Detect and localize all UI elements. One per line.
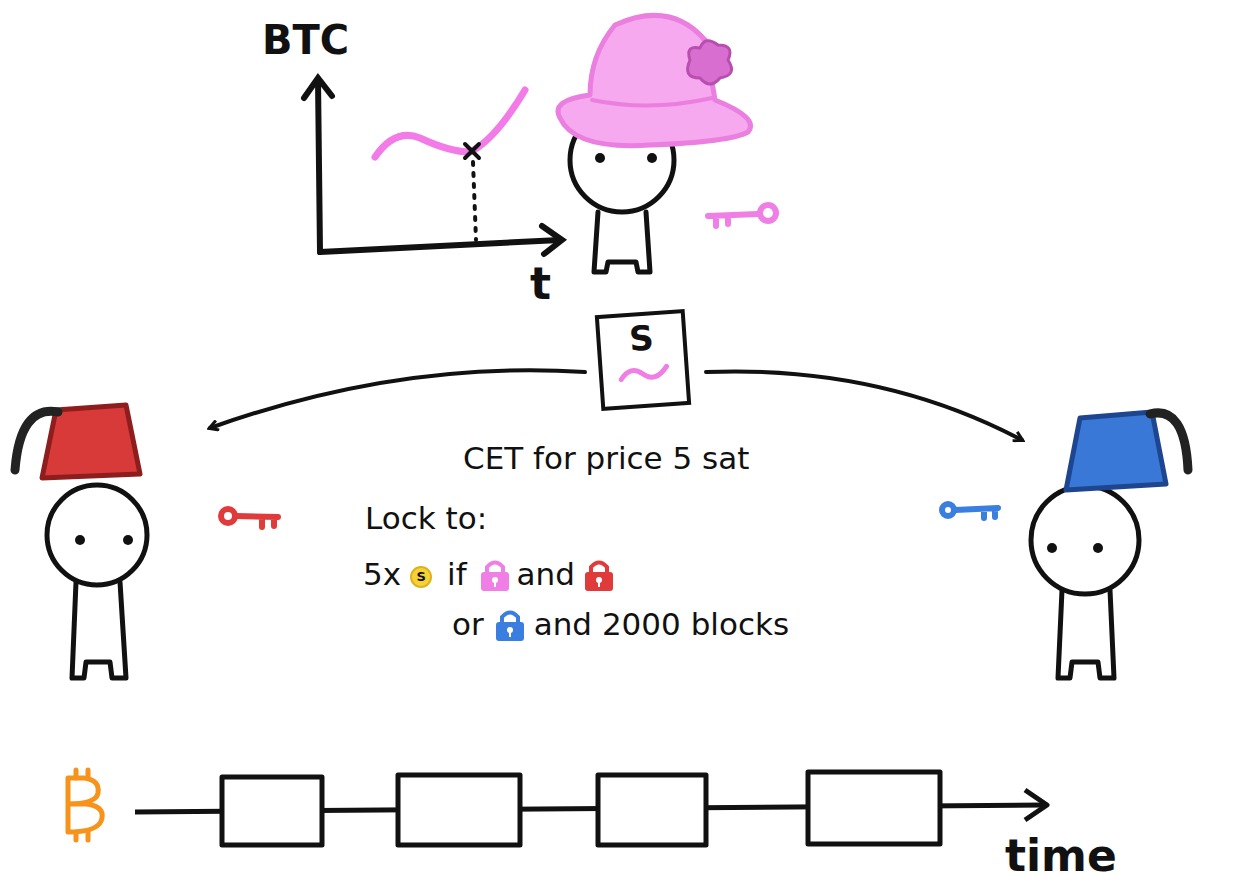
blue-party-figure [1031,412,1188,678]
oracle-lock-icon [477,557,513,593]
condition-text: and [517,556,575,593]
coin-letter: S [416,569,425,585]
note-text: Lock to: [365,500,487,537]
condition-text: if [447,556,467,593]
bitcoin-symbol [68,770,102,840]
blue-lock-icon [492,607,528,643]
blockchain [135,772,1047,845]
signature-letter: S [599,313,684,361]
oracle-key [708,205,776,226]
amount-text: 5x [363,556,401,593]
red-party-figure [15,405,147,678]
axis-label: BTC [262,16,349,64]
axis-label: time [1005,830,1117,883]
condition-text: and 2000 blocks [534,606,789,643]
red-lock-icon [581,557,617,593]
blue-key [942,504,998,518]
oracle-figure [558,15,751,272]
price-chart [304,78,562,254]
red-key [221,509,278,527]
axis-label: t [530,258,551,311]
signature-card: S [595,309,691,411]
contract-title: CET for price 5 sat [463,440,749,477]
condition-text: or [452,606,484,643]
